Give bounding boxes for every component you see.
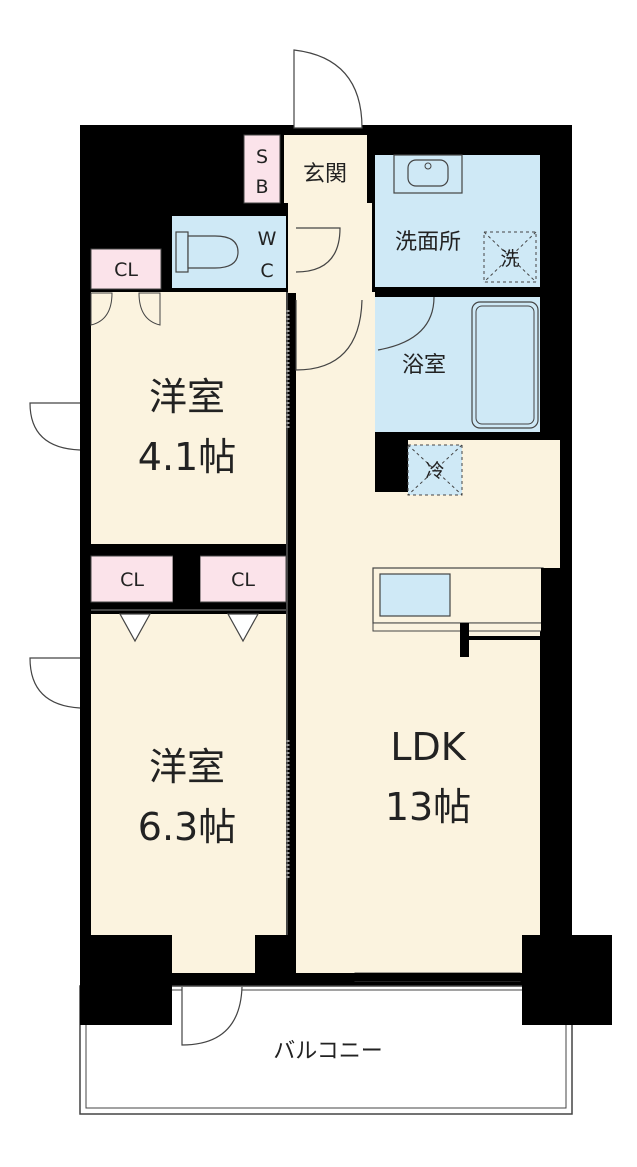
balcony-label: バルコニー <box>273 1039 383 1064</box>
bedroom1-floor <box>91 292 286 544</box>
bedroom2-name: 洋室 <box>149 745 225 789</box>
closet-door-2 <box>118 613 260 643</box>
counter-post <box>460 623 469 657</box>
bedroom1-size: 4.1帖 <box>138 435 236 479</box>
sink <box>393 154 463 194</box>
window-door-1 <box>29 402 81 451</box>
closet-label-3: CL <box>231 569 255 591</box>
entrance-floor <box>284 135 367 203</box>
bedroom2-size: 6.3帖 <box>138 805 236 849</box>
balcony-door <box>181 986 243 1046</box>
shoe-box-label-top: S <box>256 146 268 168</box>
entrance-label: 玄関 <box>303 162 347 187</box>
fridge-label: 冷 <box>425 460 444 482</box>
bathroom-label: 浴室 <box>402 353 446 378</box>
ldk-size: 13帖 <box>385 785 471 829</box>
shoe-box <box>243 134 281 204</box>
wc-label-top: W <box>258 228 277 250</box>
bathtub <box>471 301 539 429</box>
sink-basin <box>407 159 449 187</box>
bedroom2-floor <box>91 614 286 973</box>
closet-label-1: CL <box>114 259 138 281</box>
shoe-box-label-bottom: B <box>255 176 268 198</box>
closet-1 <box>90 248 162 290</box>
washroom-label: 洗面所 <box>395 230 461 255</box>
ldk-floor <box>296 292 560 973</box>
washer-label: 洗 <box>500 248 519 270</box>
closet-door-1 <box>90 292 161 326</box>
closet-label-2: CL <box>120 569 144 591</box>
toilet-tank <box>175 231 189 273</box>
toilet-bowl <box>187 235 239 269</box>
ldk-name: LDK <box>390 725 466 769</box>
wc-door <box>295 227 341 273</box>
sink-faucet <box>424 162 432 170</box>
closet-3 <box>199 555 287 603</box>
kitchen-sink <box>379 573 451 617</box>
closet-2 <box>90 555 174 603</box>
bedroom1-name: 洋室 <box>149 375 225 419</box>
entrance-door <box>293 49 363 129</box>
wc-label-bottom: C <box>260 260 273 282</box>
window-door-2 <box>29 657 81 709</box>
corridor-floor <box>288 203 372 293</box>
bathroom-door <box>377 296 435 351</box>
bedroom1-door <box>295 299 363 371</box>
